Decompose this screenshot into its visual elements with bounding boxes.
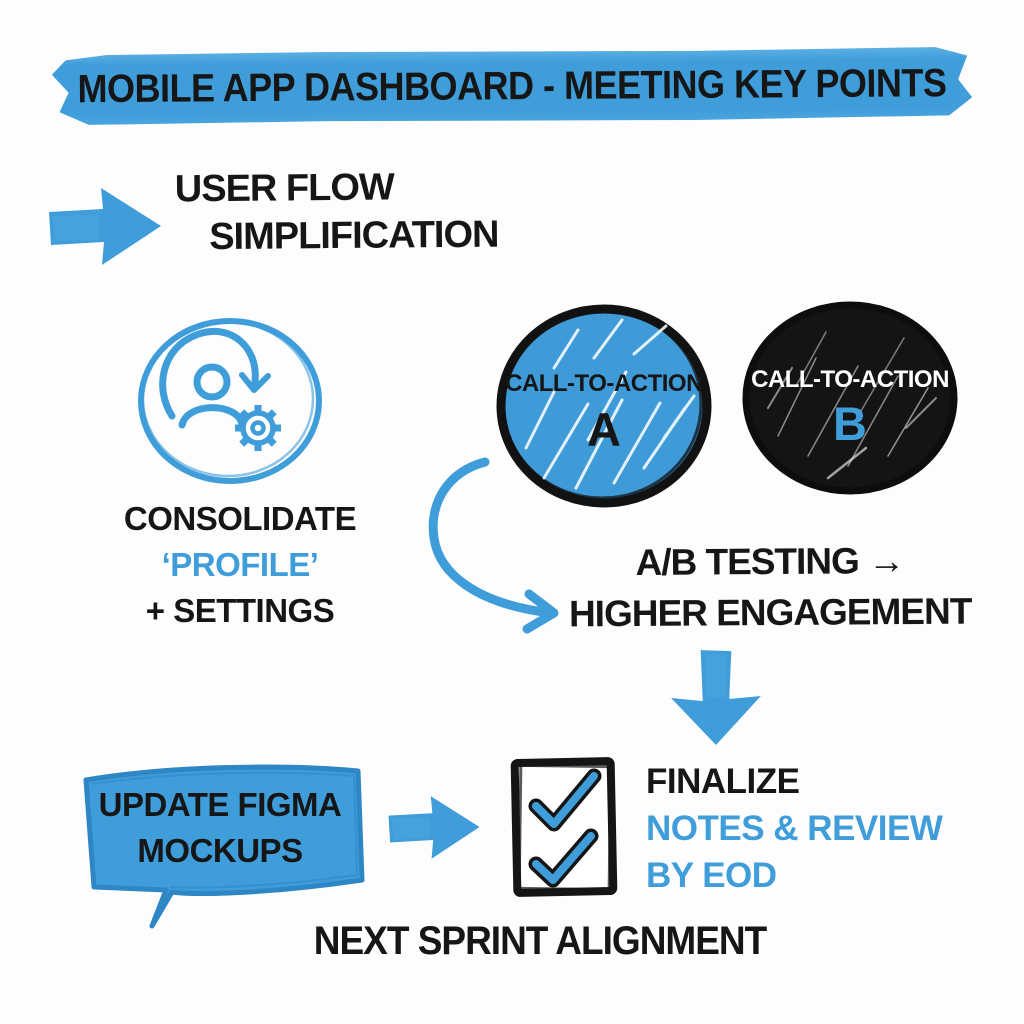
user-flow-line1: USER FLOW	[174, 166, 394, 211]
right-arrow-icon	[388, 796, 480, 859]
gear-icon	[235, 405, 281, 451]
cta-a-circle: CALL-TO-ACTION A	[492, 300, 716, 514]
figma-line2: MOCKUPS	[137, 832, 303, 869]
figma-bubble: UPDATE FIGMA MOCKUPS	[70, 756, 370, 934]
consolidate-note: CONSOLIDATE ‘PROFILE’ + SETTINGS	[100, 496, 380, 634]
consolidate-line1: CONSOLIDATE	[123, 500, 357, 537]
finalize-line1: FINALIZE	[646, 762, 800, 801]
cta-a-circle-shape	[496, 304, 712, 508]
profile-settings-icon	[138, 318, 322, 484]
speech-bubble-shape	[83, 764, 365, 929]
cta-b-variant: B	[833, 397, 867, 450]
consolidate-line2: ‘PROFILE’	[161, 546, 319, 583]
ab-testing-line2: HIGHER ENGAGEMENT	[568, 590, 972, 635]
finalize-line3: BY EOD	[646, 856, 777, 895]
cta-b-label: CALL-TO-ACTION	[751, 366, 949, 393]
footer-note: NEXT SPRINT ALIGNMENT	[313, 918, 767, 963]
consolidate-line3: + SETTINGS	[145, 592, 335, 629]
down-arrow-icon	[671, 650, 761, 745]
figma-line1: UPDATE FIGMA	[98, 786, 342, 823]
figma-bubble-text: UPDATE FIGMA MOCKUPS	[80, 782, 360, 874]
finalize-line2: NOTES & REVIEW	[646, 809, 943, 848]
finalize-note: FINALIZE NOTES & REVIEW BY EOD	[646, 758, 943, 899]
page-title: MOBILE APP DASHBOARD - MEETING KEY POINT…	[77, 59, 947, 112]
user-flow-line2: SIMPLIFICATION	[209, 213, 499, 259]
right-arrow-icon	[49, 188, 161, 265]
user-flow-note: USER FLOW SIMPLIFICATION	[175, 163, 499, 262]
ab-testing-note: A/B TESTING → HIGHER ENGAGEMENT	[560, 535, 981, 640]
checklist-icon	[510, 757, 618, 897]
cta-b-circle-shape	[742, 301, 958, 495]
title-banner: MOBILE APP DASHBOARD - MEETING KEY POINT…	[52, 47, 972, 125]
ab-testing-line1: A/B TESTING →	[635, 540, 905, 583]
cta-b-circle: CALL-TO-ACTION B	[738, 298, 962, 500]
cta-a-variant: A	[587, 403, 621, 456]
cta-a-label: CALL-TO-ACTION	[505, 370, 703, 397]
curved-arrow-icon	[428, 457, 559, 634]
